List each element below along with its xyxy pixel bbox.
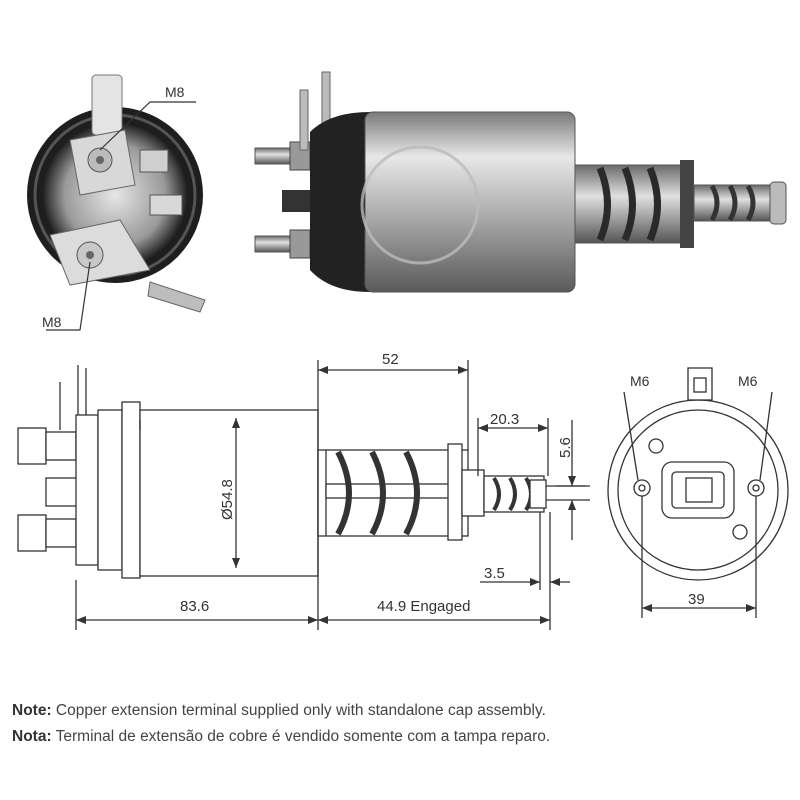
note-pt-label: Nota: <box>12 728 52 745</box>
dim-stroke: 52 <box>382 351 399 368</box>
photo-spring <box>596 166 661 242</box>
dimension-arrows <box>76 366 576 624</box>
dim-spacing: 39 <box>688 591 705 608</box>
dim-body: 83.6 <box>180 598 209 615</box>
label-m6-right: M6 <box>738 373 758 389</box>
spade-terminal-1 <box>139 149 169 173</box>
note-en: Note: Copper extension terminal supplied… <box>12 698 792 724</box>
note-pt: Nota: Terminal de extensão de cobre é ve… <box>12 724 792 750</box>
dim-plunger: 20.3 <box>490 411 519 428</box>
notes-block: Note: Copper extension terminal supplied… <box>12 698 792 750</box>
dim-small: 5.6 <box>557 437 574 458</box>
end-drawing <box>607 367 789 618</box>
photo-end-view: M8 M8 <box>27 74 206 331</box>
label-m6-left: M6 <box>630 373 650 389</box>
photo-can <box>364 111 576 293</box>
dim-engaged: 44.9 Engaged <box>377 598 470 615</box>
dim-diameter: Ø54.8 <box>219 479 236 520</box>
photo-side-view <box>254 71 787 293</box>
extension-strap <box>147 281 206 313</box>
label-m8-top: M8 <box>165 84 185 100</box>
side-drawing <box>17 360 590 630</box>
dim-gap: 3.5 <box>484 565 505 582</box>
top-terminal-tab <box>91 74 123 136</box>
photo-cap <box>310 112 370 292</box>
photo-spade <box>282 190 310 212</box>
note-en-label: Note: <box>12 702 52 719</box>
note-pt-text: Terminal de extensão de cobre é vendido … <box>55 728 551 745</box>
spade-terminal-2 <box>149 194 183 216</box>
label-m8-bottom: M8 <box>42 314 62 330</box>
watermark-logo <box>360 145 480 265</box>
note-en-text: Copper extension terminal supplied only … <box>55 702 546 719</box>
drawing-can <box>139 409 319 577</box>
